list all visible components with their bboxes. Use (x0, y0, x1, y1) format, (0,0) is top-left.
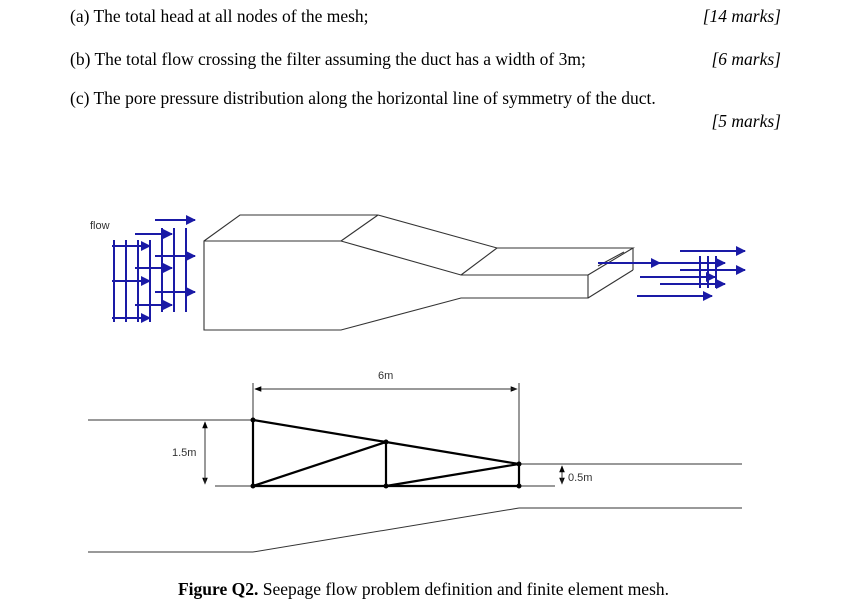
dimension-length (252, 383, 520, 465)
figure-caption-text: Seepage flow problem definition and fini… (258, 579, 670, 599)
dim-length-label: 6m (378, 370, 393, 382)
mesh-edge (252, 440, 387, 488)
duct-top-edge (460, 247, 498, 276)
lower-boundary (252, 507, 520, 553)
mesh-edge (385, 462, 520, 488)
duct-top-face (203, 214, 635, 276)
question-c: (c) The pore pressure distribution along… (70, 88, 656, 108)
marks-b: [6 marks] (711, 49, 781, 69)
duct-3d (203, 214, 635, 331)
mesh-edge (385, 440, 520, 466)
figure-caption: Figure Q2. Seepage flow problem definiti… (0, 579, 847, 600)
fe-mesh (251, 418, 521, 488)
mesh-node (383, 439, 389, 445)
duct-front-face (203, 240, 589, 331)
outflow-arrows (598, 246, 746, 301)
mesh-node (516, 461, 522, 467)
mesh-node (383, 483, 389, 489)
dimension-height-left (197, 419, 253, 485)
figure-caption-label: Figure Q2. (177, 579, 259, 599)
duct-top-edge (340, 214, 379, 242)
mesh-node (250, 483, 256, 489)
inflow-arrows (112, 215, 196, 323)
mesh-node (516, 483, 522, 489)
question-a: (a) The total head at all nodes of the m… (70, 6, 369, 26)
mesh-edge (252, 418, 387, 444)
flow-label: flow (90, 220, 110, 232)
question-b: (b) The total flow crossing the filter a… (70, 49, 586, 69)
mesh-nodes (250, 417, 522, 489)
dim-height-right-label: 0.5m (568, 472, 592, 484)
dim-height-left-label: 1.5m (172, 447, 196, 459)
duct-right-edge (587, 269, 634, 299)
mesh-node (250, 417, 256, 423)
dimension-height-right (555, 463, 568, 485)
marks-a: [14 marks] (702, 6, 781, 26)
marks-c: [5 marks] (711, 111, 781, 131)
